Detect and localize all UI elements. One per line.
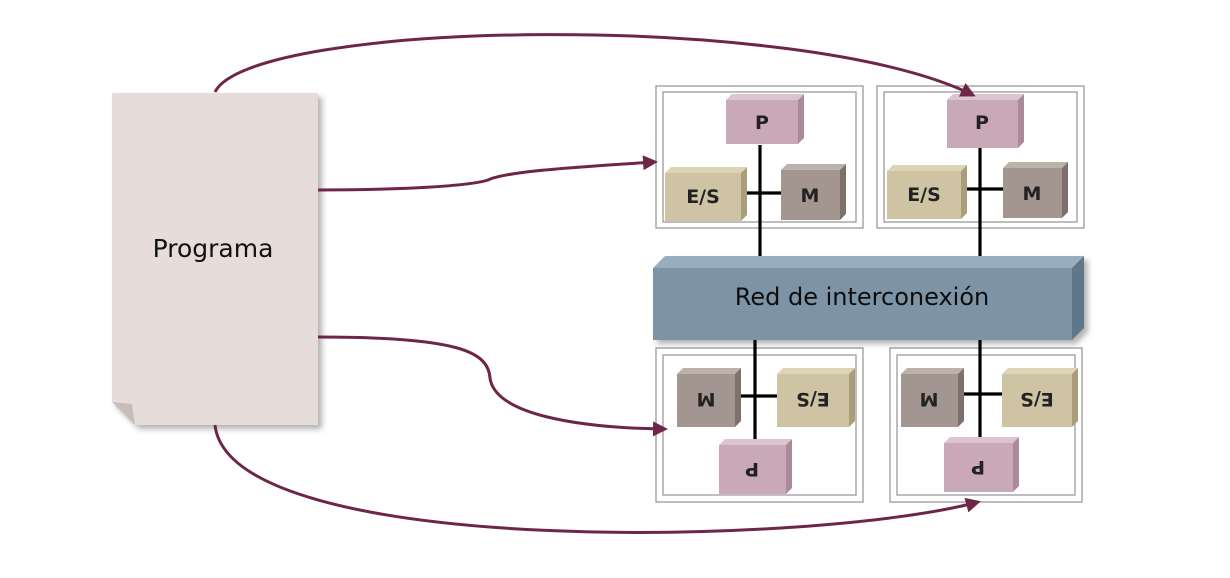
node-1-processor-box: P bbox=[726, 94, 804, 144]
node-4-processor-label: P bbox=[971, 456, 985, 478]
node-frame-bottom-right bbox=[889, 347, 1083, 503]
node-2-processor-box: P bbox=[947, 94, 1024, 148]
interconnection-network: Red de interconexión bbox=[653, 256, 1084, 340]
program-label: Programa bbox=[153, 234, 274, 263]
node-2: P E/S M bbox=[887, 94, 1068, 219]
node-1-memory-label: M bbox=[801, 185, 820, 207]
node-2-memory-label: M bbox=[1023, 183, 1042, 205]
node-2-processor-label: P bbox=[975, 112, 989, 134]
node-3-processor-box: P bbox=[719, 439, 792, 494]
arrow-to-node-2 bbox=[213, 33, 976, 97]
arrow-to-node-4 bbox=[213, 424, 981, 534]
node-4-io-box: E/S bbox=[1002, 368, 1078, 427]
node-3-memory-label: M bbox=[697, 388, 716, 410]
node-1-processor-label: P bbox=[755, 112, 769, 134]
network-bar-side bbox=[1072, 256, 1084, 340]
network-bar-top bbox=[653, 256, 1084, 268]
node-1: P E/S M bbox=[665, 94, 846, 221]
program-arrows bbox=[213, 33, 981, 534]
arrow-to-node-3 bbox=[317, 335, 668, 437]
node-1-io-label: E/S bbox=[686, 186, 720, 208]
network-label: Red de interconexión bbox=[735, 283, 989, 311]
node-2-io-label: E/S bbox=[907, 184, 941, 206]
program-document-shape bbox=[112, 93, 318, 425]
node-1-io-box: E/S bbox=[665, 167, 747, 221]
node-3-io-label: E/S bbox=[796, 388, 830, 410]
node-4-io-label: E/S bbox=[1020, 388, 1054, 410]
node-3: M E/S P bbox=[677, 368, 855, 494]
node-4: M E/S P bbox=[901, 368, 1078, 492]
node-3-io-box: E/S bbox=[777, 368, 855, 427]
arrow-to-node-1 bbox=[317, 155, 658, 192]
node-4-memory-box: M bbox=[901, 368, 964, 427]
node-4-processor-box: P bbox=[944, 437, 1019, 492]
node-2-io-box: E/S bbox=[887, 165, 967, 219]
network-bar-front bbox=[653, 268, 1072, 340]
node-4-memory-label: M bbox=[920, 388, 939, 410]
program-document-folded-corner bbox=[112, 402, 135, 425]
node-1-memory-box: M bbox=[781, 164, 846, 220]
node-2-memory-box: M bbox=[1003, 162, 1068, 218]
node-3-processor-label: P bbox=[745, 458, 759, 480]
program-document: Programa bbox=[112, 93, 318, 425]
node-3-memory-box: M bbox=[677, 368, 741, 427]
bus-wires bbox=[735, 145, 1003, 440]
